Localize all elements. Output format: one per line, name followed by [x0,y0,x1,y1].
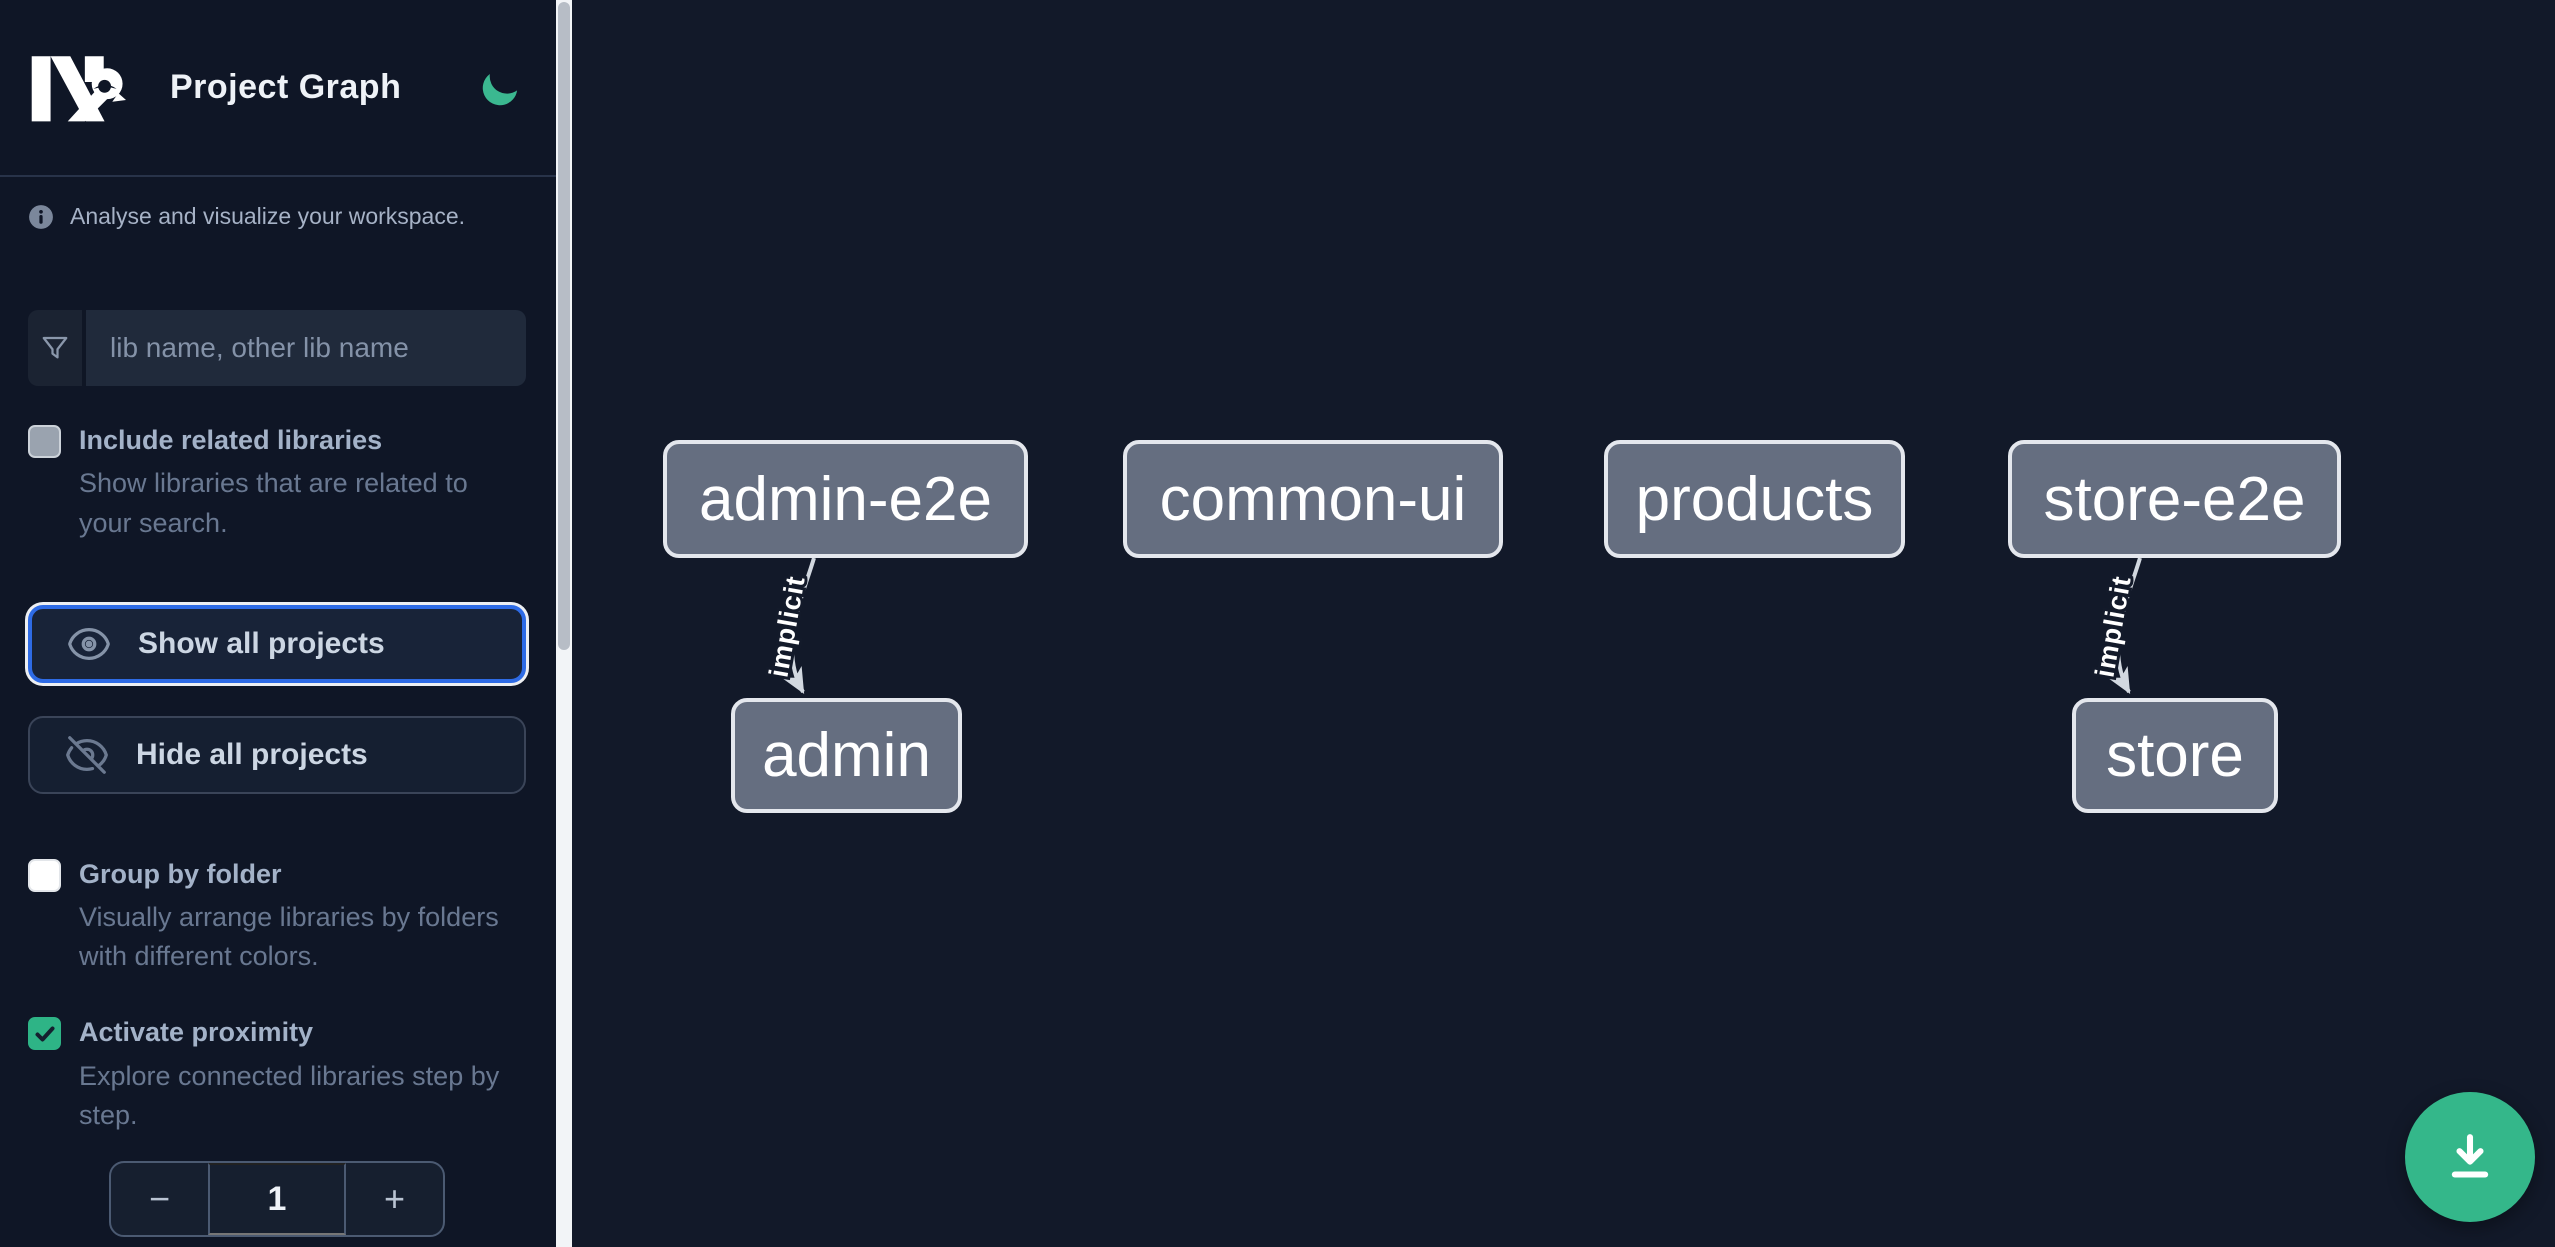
option-include-related: Include related libraries Show libraries… [28,422,526,543]
hide-all-projects-button[interactable]: Hide all projects [28,715,526,794]
stepper-increment-button[interactable]: + [346,1163,443,1235]
edge-label-implicit: implicit [763,573,810,679]
group-by-folder-label: Group by folder [79,858,282,889]
proximity-depth-stepper: − + [109,1161,445,1238]
include-related-label: Include related libraries [79,425,383,455]
show-all-projects-button[interactable]: Show all projects [28,604,526,683]
info-icon [29,204,53,229]
checkmark-icon [35,1026,54,1042]
option-activate-proximity: Activate proximity Explore connected lib… [28,1014,526,1135]
option-group-by-folder: Group by folder Visually arrange librari… [28,856,526,977]
page-title: Project Graph [170,68,402,106]
node-store-e2e[interactable]: store-e2e [2008,440,2341,558]
intro-row: Analyse and visualize your workspace. [28,203,526,230]
activate-proximity-description: Explore connected libraries step by step… [79,1060,500,1131]
edge-store-e2e-to-store[interactable] [2107,557,2142,695]
hide-all-projects-label: Hide all projects [136,737,368,771]
download-icon [2451,1134,2489,1178]
edge-admin-e2e-to-admin[interactable] [781,557,816,695]
eye-slash-icon [66,735,108,774]
activate-proximity-checkbox[interactable] [28,1017,61,1051]
node-common-ui[interactable]: common-ui [1123,440,1503,558]
node-products[interactable]: products [1604,440,1905,558]
intro-text: Analyse and visualize your workspace. [70,203,466,229]
filter-input[interactable] [86,310,526,386]
sidebar-scrollbar[interactable] [556,0,572,1247]
moon-icon [482,73,518,105]
group-by-folder-checkbox[interactable] [28,858,61,892]
stepper-value-input[interactable] [208,1163,346,1236]
theme-toggle-button[interactable] [474,62,526,114]
activate-proximity-label: Activate proximity [79,1017,314,1048]
show-all-projects-label: Show all projects [138,626,385,660]
node-admin-e2e[interactable]: admin-e2e [663,440,1028,558]
filter-icon-cell [28,310,86,386]
node-store[interactable]: store [2072,698,2278,813]
group-by-folder-description: Visually arrange libraries by folders wi… [79,902,499,972]
edges-layer: implicit implicit [760,557,2142,695]
include-related-checkbox[interactable] [28,425,61,458]
graph-canvas[interactable]: implicit implicit admin-e2e common-ui pr… [572,0,2555,1247]
stepper-decrement-button[interactable]: − [111,1163,208,1235]
sidebar-body: Analyse and visualize your workspace. In… [0,177,556,1247]
filter-box [28,310,526,386]
sidebar-scrollbar-thumb[interactable] [558,2,570,650]
download-graph-button[interactable] [2405,1092,2535,1222]
eye-icon [68,627,110,660]
sidebar: Project Graph Analyse and visualize your… [0,0,556,1247]
include-related-description: Show libraries that are related to your … [79,468,468,538]
node-admin[interactable]: admin [731,698,962,813]
funnel-icon [42,336,68,359]
edge-label-implicit: implicit [2089,573,2136,679]
sidebar-header: Project Graph [0,0,556,177]
nx-logo [31,55,126,121]
